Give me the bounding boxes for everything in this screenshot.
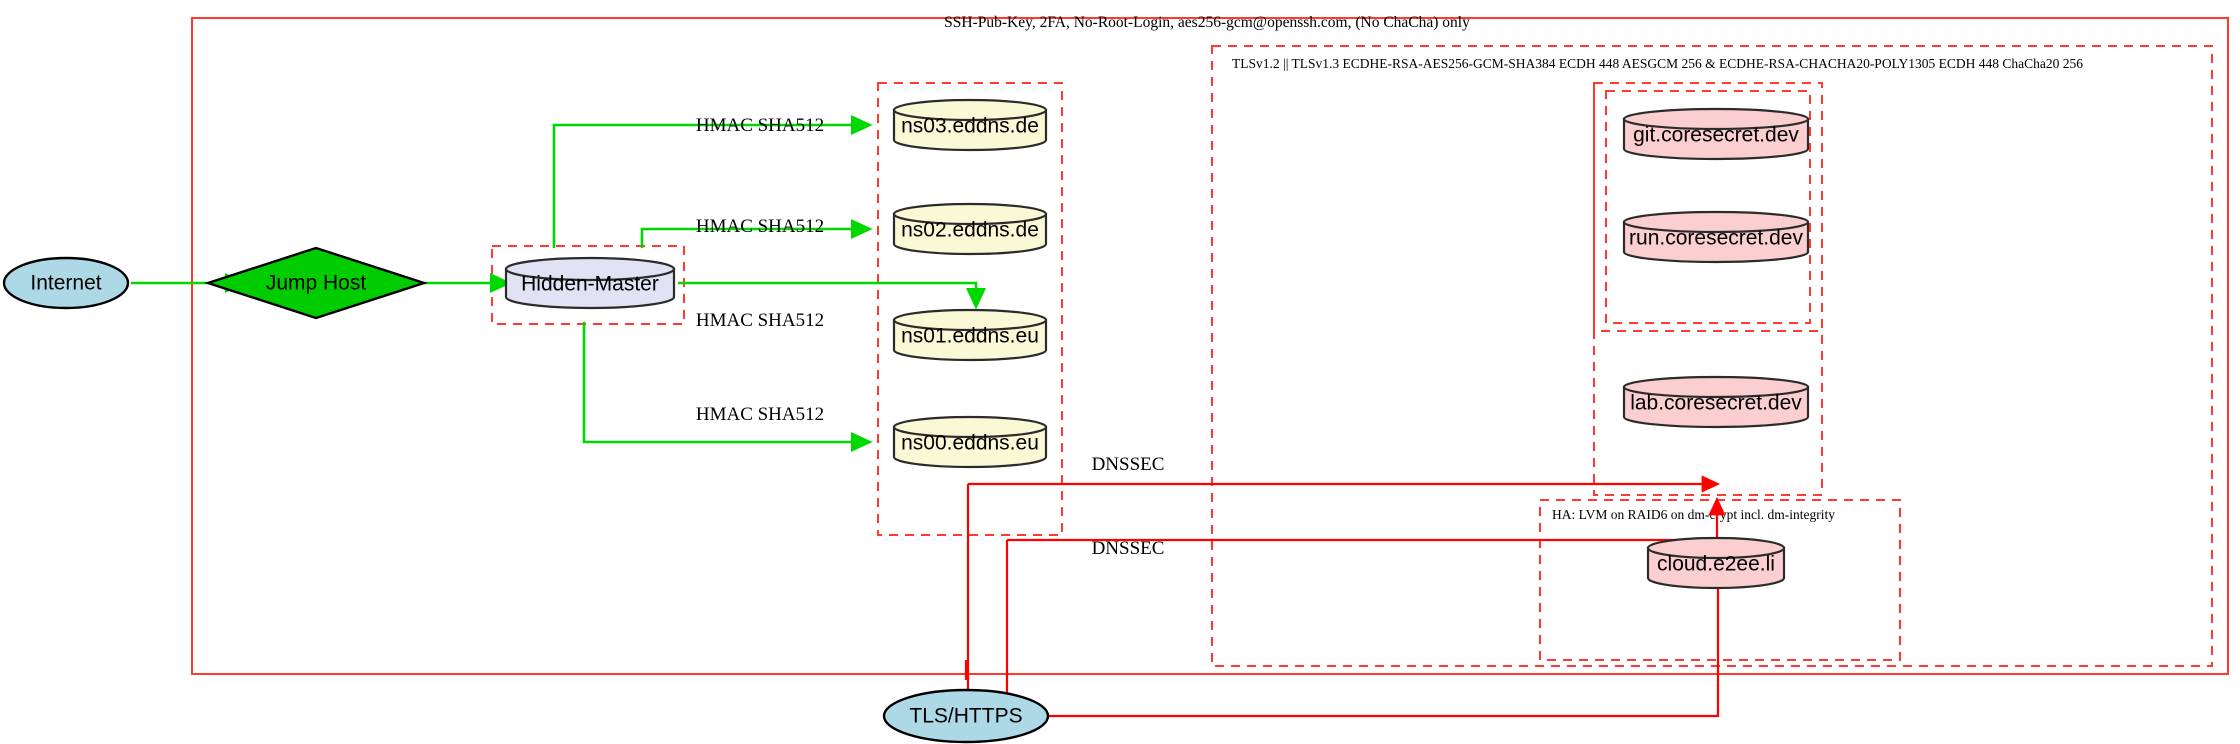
node-hidden-master-label: Hidden-Master bbox=[521, 273, 659, 296]
edge-label-hmac-ns02: HMAC SHA512 bbox=[696, 216, 824, 237]
node-internet[interactable]: Internet bbox=[2, 256, 130, 310]
edge-tls-to-cloud bbox=[1048, 555, 1720, 718]
node-tls-https[interactable]: TLS/HTTPS bbox=[882, 688, 1050, 744]
node-ns01-label: ns01.eddns.eu bbox=[901, 325, 1039, 348]
tls-cluster-label: TLSv1.2 || TLSv1.3 ECDHE-RSA-AES256-GCM-… bbox=[1232, 56, 2083, 71]
coresecret-cluster-box bbox=[1593, 82, 1823, 496]
ssh-boundary-label: SSH-Pub-Key, 2FA, No-Root-Login, aes256-… bbox=[944, 14, 1470, 31]
node-run-coresecret[interactable]: run.coresecret.dev bbox=[1622, 210, 1810, 264]
dns-cluster-box bbox=[877, 82, 1063, 536]
node-git-coresecret-label: git.coresecret.dev bbox=[1633, 124, 1799, 147]
node-git-coresecret[interactable]: git.coresecret.dev bbox=[1622, 107, 1810, 161]
edge-master-to-ns03 bbox=[552, 114, 873, 248]
node-tls-https-label: TLS/HTTPS bbox=[909, 705, 1022, 728]
ha-cluster-label: HA: LVM on RAID6 on dm-crypt incl. dm-in… bbox=[1552, 507, 1835, 522]
node-cloud-e2ee[interactable]: cloud.e2ee.li bbox=[1646, 536, 1786, 590]
edge-label-hmac-ns03: HMAC SHA512 bbox=[696, 115, 824, 136]
node-jump-host[interactable]: Jump Host bbox=[204, 246, 428, 320]
edge-label-hmac-ns00: HMAC SHA512 bbox=[696, 404, 824, 425]
edge-master-to-ns02 bbox=[640, 218, 873, 248]
node-cloud-e2ee-label: cloud.e2ee.li bbox=[1657, 553, 1775, 576]
node-ns02-label: ns02.eddns.de bbox=[901, 219, 1039, 242]
node-ns03-label: ns03.eddns.de bbox=[901, 115, 1039, 138]
edge-label-dnssec-upper: DNSSEC bbox=[1092, 454, 1165, 475]
node-ns01[interactable]: ns01.eddns.eu bbox=[892, 308, 1048, 362]
tls-cluster-box bbox=[1211, 45, 2213, 667]
node-hidden-master[interactable]: Hidden-Master bbox=[504, 256, 676, 310]
node-ns00-label: ns00.eddns.eu bbox=[901, 432, 1039, 455]
node-ns00[interactable]: ns00.eddns.eu bbox=[892, 415, 1048, 469]
node-lab-coresecret-label: lab.coresecret.dev bbox=[1630, 392, 1802, 415]
node-jump-host-label: Jump Host bbox=[266, 272, 367, 295]
edge-label-hmac-ns01: HMAC SHA512 bbox=[696, 310, 824, 331]
node-run-coresecret-label: run.coresecret.dev bbox=[1629, 227, 1803, 250]
node-internet-label: Internet bbox=[30, 272, 101, 295]
edge-label-dnssec-lower: DNSSEC bbox=[1092, 538, 1165, 559]
edge-master-to-ns01 bbox=[678, 281, 987, 310]
node-ns02[interactable]: ns02.eddns.de bbox=[892, 202, 1048, 256]
node-ns03[interactable]: ns03.eddns.de bbox=[892, 98, 1048, 152]
coresecret-upper-cluster-inner bbox=[1605, 90, 1811, 324]
ssh-boundary-box bbox=[191, 17, 2229, 675]
node-lab-coresecret[interactable]: lab.coresecret.dev bbox=[1622, 375, 1810, 429]
edge-master-to-ns00 bbox=[582, 322, 873, 453]
